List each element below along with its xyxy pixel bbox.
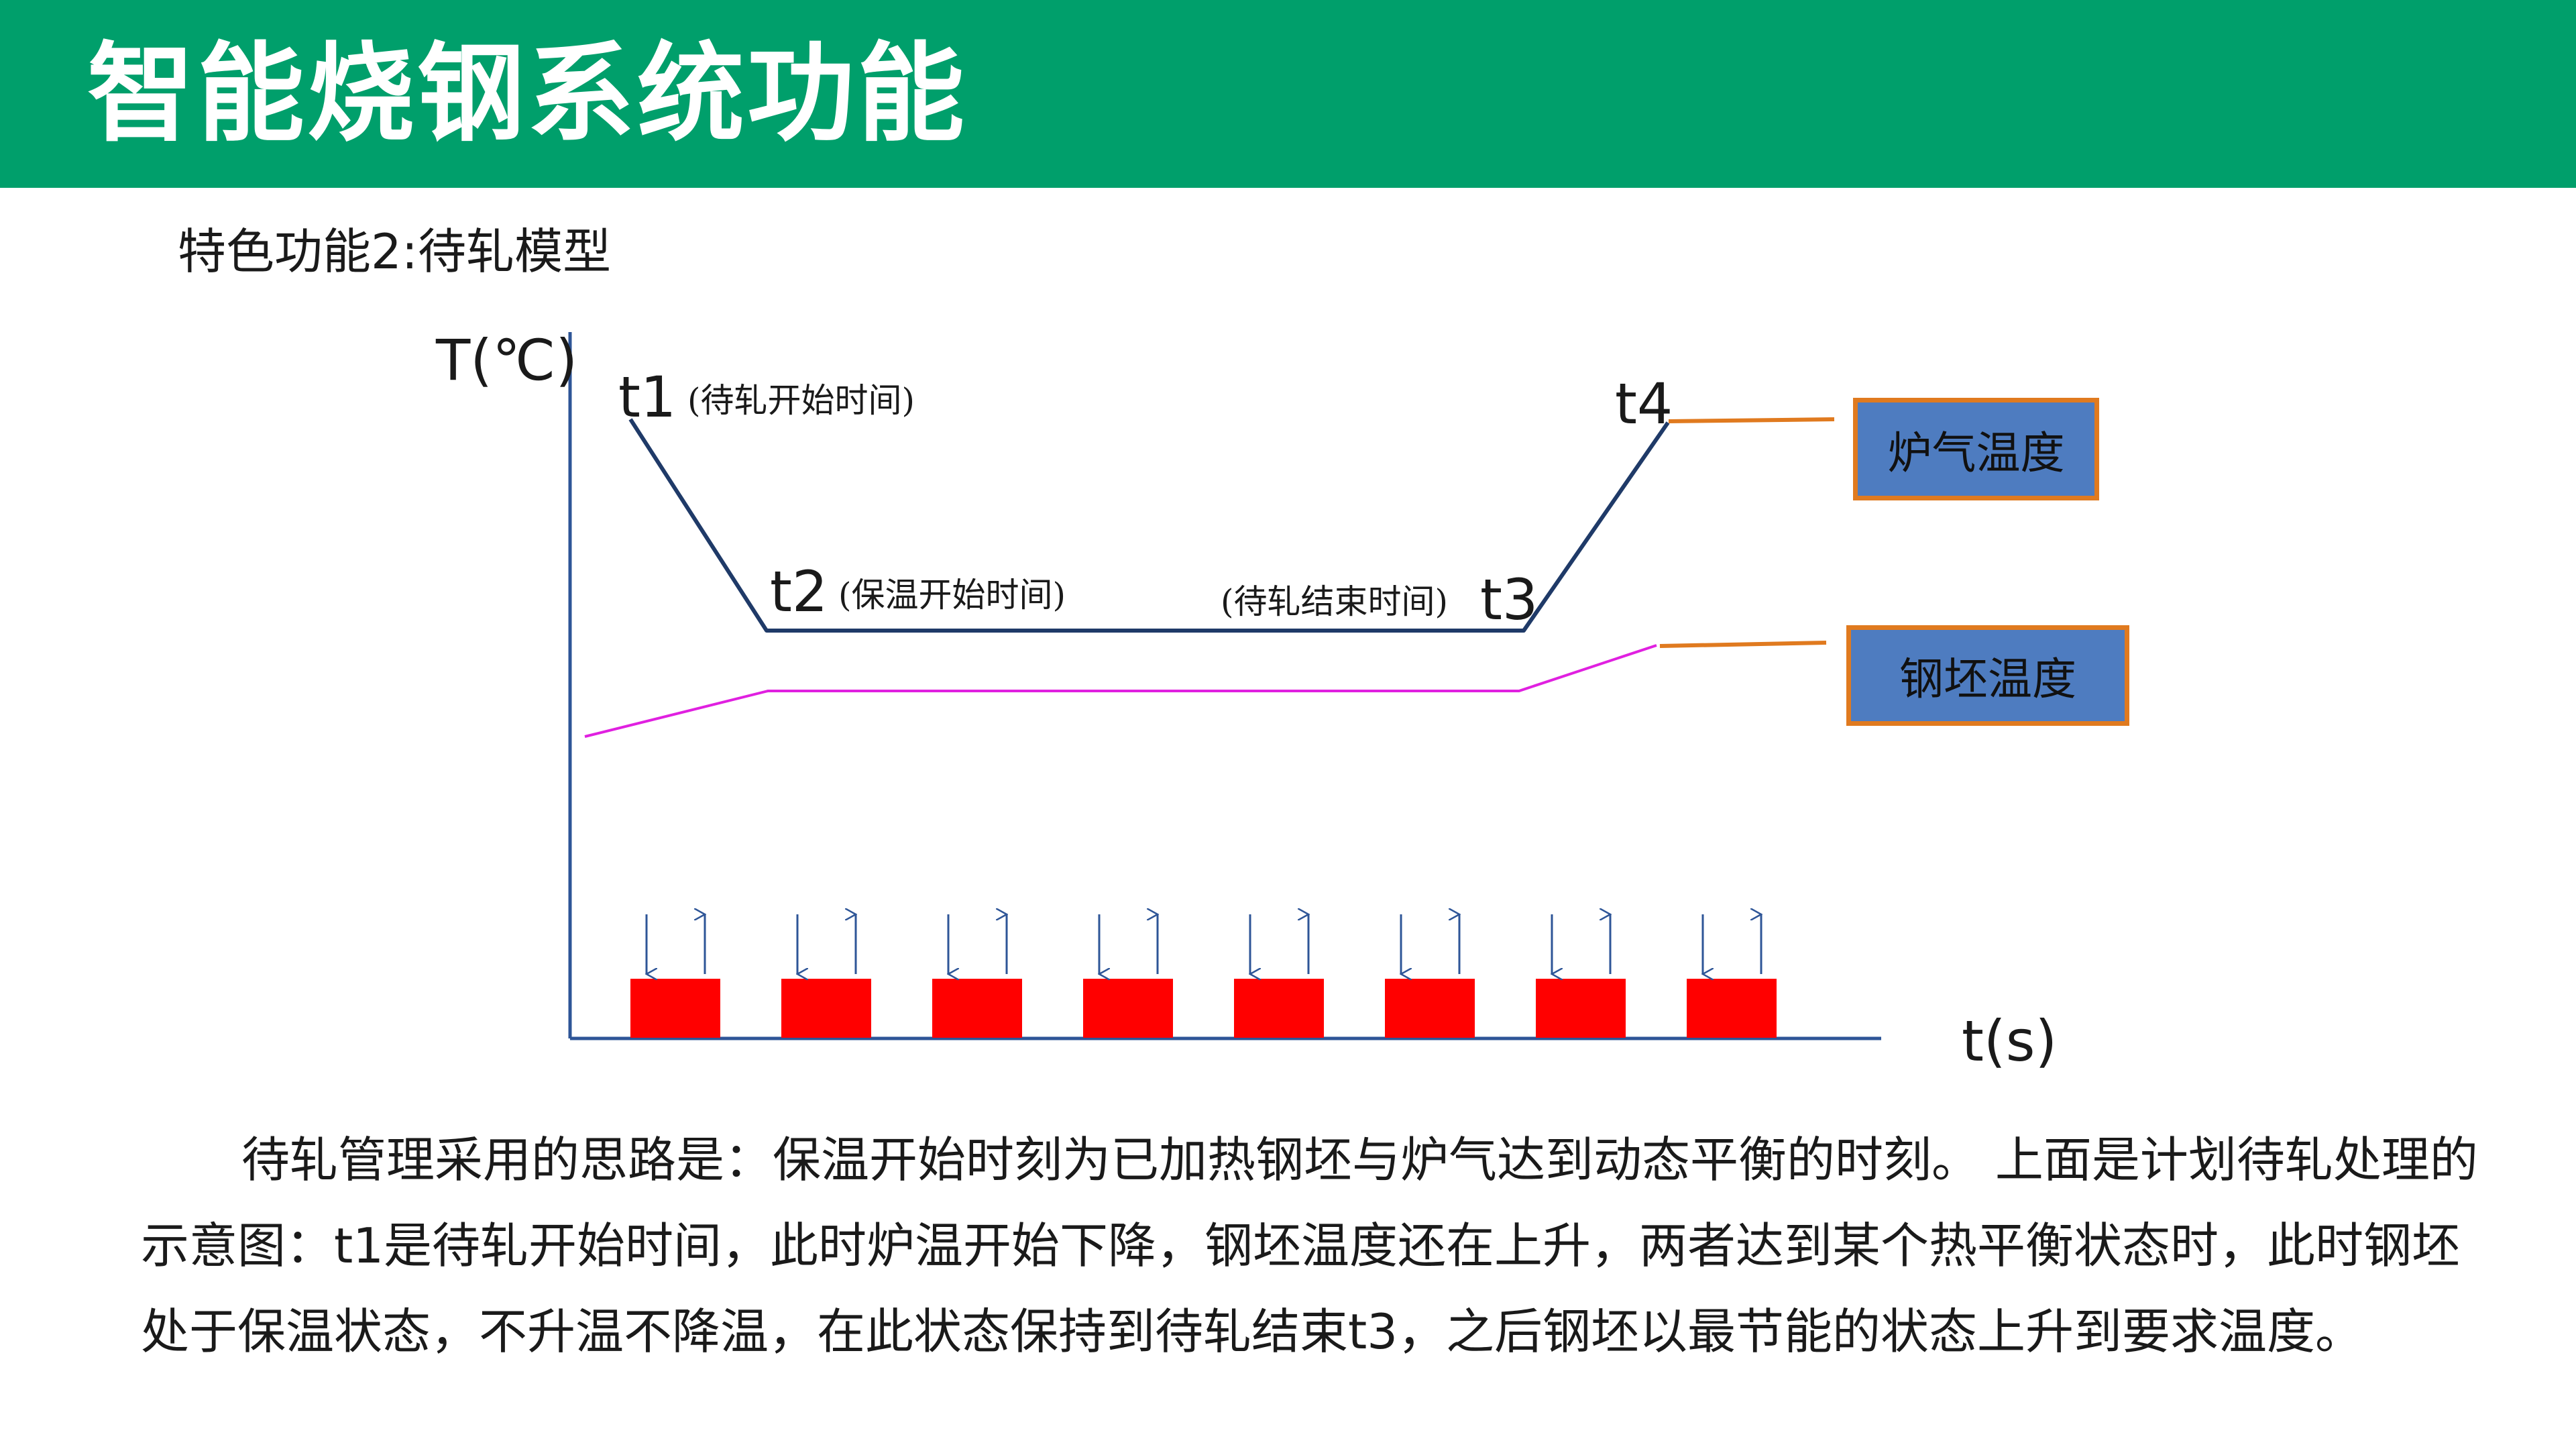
billet-block [1536,979,1626,1038]
t3-label: t3 [1480,567,1538,633]
description-text: 待轧管理采用的思路是：保温开始时刻为已加热钢坯与炉气达到动态平衡的时刻。 上面是… [141,1132,2478,1360]
legend-furnace-temperature: 炉气温度 [1853,398,2099,500]
page-title: 智能烧钢系统功能 [87,31,968,156]
t1-note: (待轧开始时间) [687,381,915,420]
billet-block [630,979,720,1038]
waiting-rolling-diagram [568,332,1881,1040]
t1-label: t1 [618,364,677,430]
billet-temperature-line [584,644,1657,738]
billet-blocks [630,914,1777,1038]
section-subtitle: 特色功能2:待轧模型 [178,223,612,280]
billet-block [1083,979,1173,1038]
t3-note: (待轧结束时间) [1221,582,1449,621]
legend-billet-temperature: 钢坯温度 [1846,625,2129,726]
t4-label: t4 [1615,371,1673,437]
furnace-leader-line [1668,417,1835,423]
billet-block [781,979,871,1038]
billet-block [932,979,1022,1038]
x-axis-label: t(s) [1962,1008,2058,1074]
y-axis-label: T(℃) [436,327,578,393]
t2-note: (保温开始时间) [838,576,1066,614]
billet-leader-line [1659,641,1827,648]
billet-block [1234,979,1324,1038]
description-paragraph: 待轧管理采用的思路是：保温开始时刻为已加热钢坯与炉气达到动态平衡的时刻。 上面是… [141,1117,2502,1375]
billet-block [1385,979,1475,1038]
t2-label: t2 [770,559,828,625]
title-banner: 智能烧钢系统功能 [0,0,2576,188]
billet-block [1687,979,1777,1038]
furnace-temperature-line [628,418,1670,633]
